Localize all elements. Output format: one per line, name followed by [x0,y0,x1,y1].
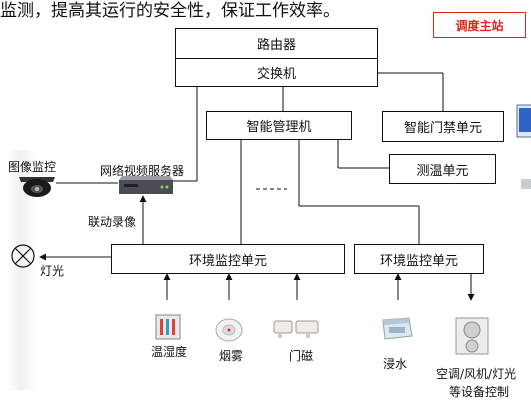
water-sensor-icon [379,314,415,348]
ac-label-line2: 等设备控制 [449,385,510,399]
door-label: 门磁 [289,349,314,363]
dome-camera-icon [17,171,57,205]
humidity-label: 温湿度 [151,345,188,359]
access-control-box: 智能门禁单元 [382,111,504,142]
lamp-icon [10,243,36,273]
video-server-label: 网络视频服务器 [100,164,185,178]
env-monitor-left-box: 环境监控单元 [111,244,345,274]
manager-box: 智能管理机 [206,111,352,140]
temperature-unit-box: 测温单元 [389,154,496,184]
monitor-icon [516,104,531,144]
ac-label-line1: 空调/风机/灯光 [436,367,517,381]
smoke-label: 烟雾 [219,349,244,363]
door-sensor-icon [272,316,320,344]
env-monitor-right-box: 环境监控单元 [354,244,484,274]
smoke-detector-icon [214,316,244,346]
thermo-hygrometer-icon [155,314,181,344]
water-label: 浸水 [383,357,408,371]
linked-record-label: 联动录像 [88,215,137,229]
top-caption: 监测，提高其运行的安全性，保证工作效率。 [0,1,340,21]
router-box: 路由器 [175,28,378,59]
light-label: 灯光 [40,264,65,278]
air-conditioner-icon [454,316,490,360]
video-server-icon [118,174,174,202]
dispatch-station-box: 调度主站 [433,12,526,38]
small-square-icon [521,174,531,193]
camera-label: 图像监控 [8,160,57,174]
switch-box: 交换机 [175,58,378,87]
